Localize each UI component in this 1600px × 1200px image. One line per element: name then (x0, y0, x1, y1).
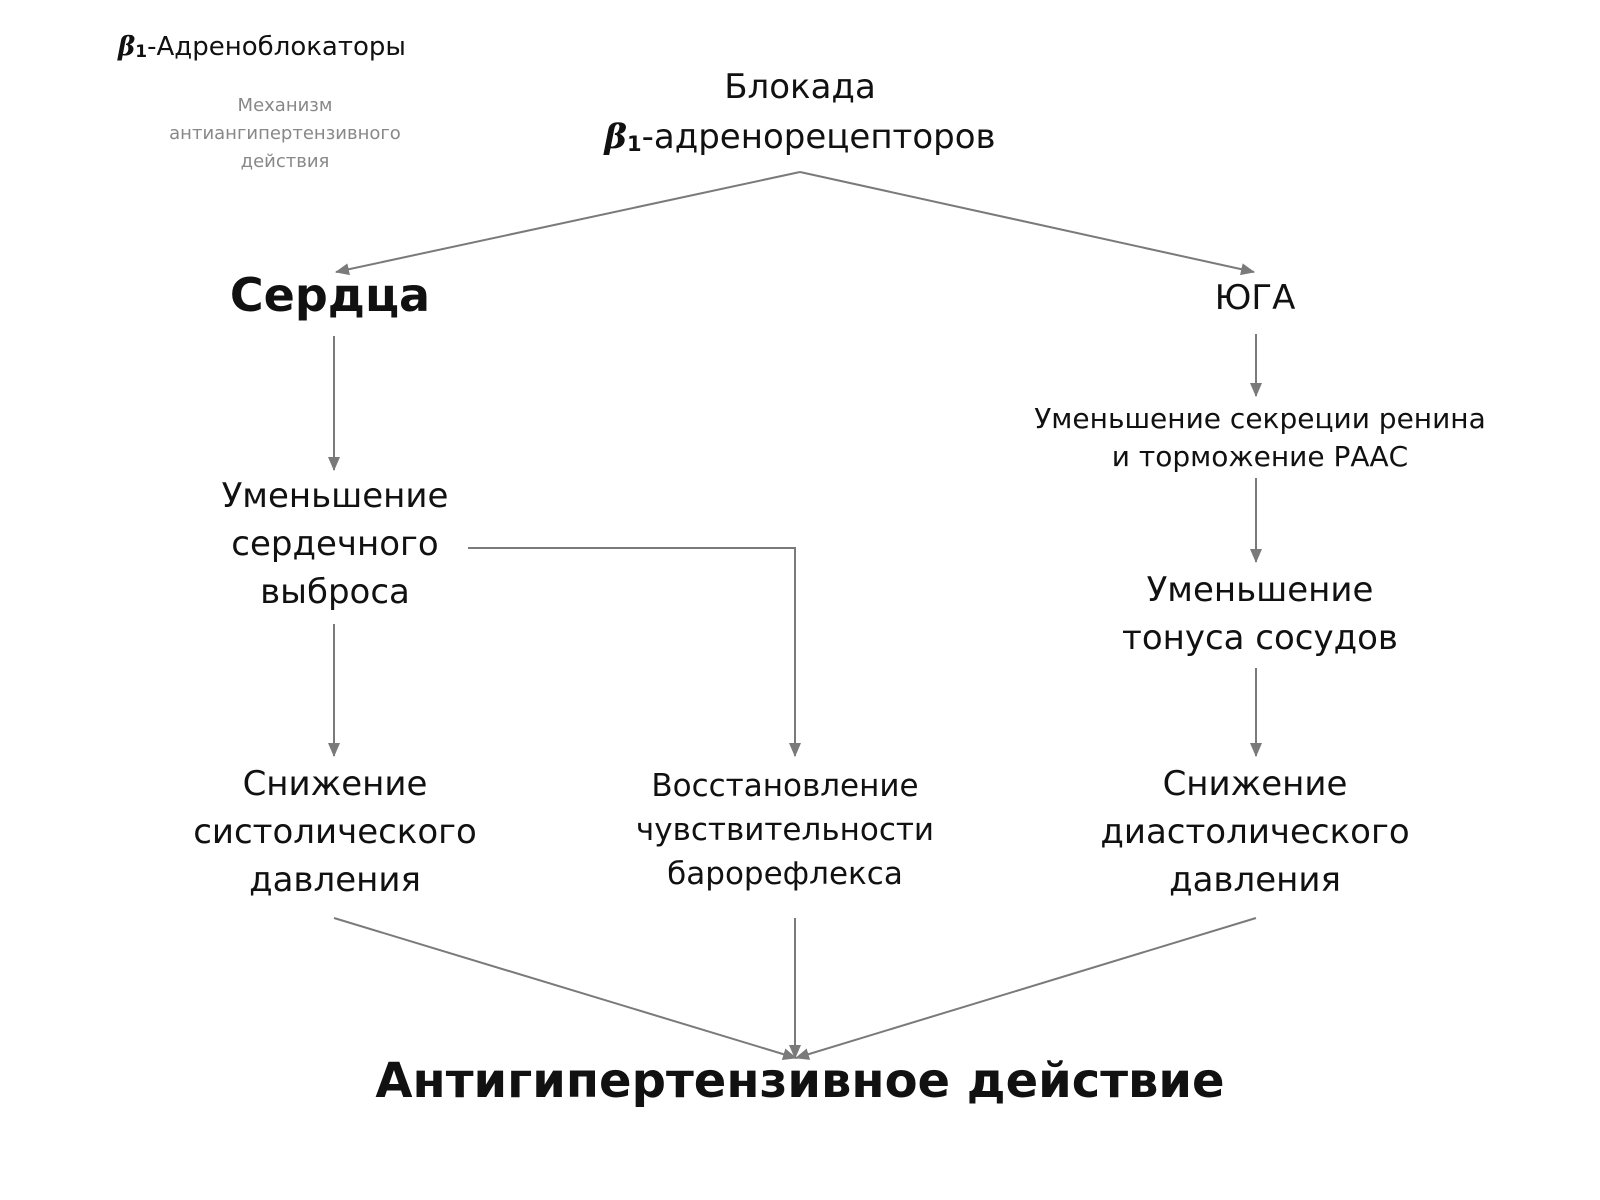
node-sys-line1: Снижение (242, 764, 428, 804)
node-cardiac-output-reduction: Уменьшение сердечного выброса (170, 472, 500, 616)
node-baro-line3: барорефлекса (667, 856, 903, 892)
arrow-cardiac-to-baroreflex (468, 547, 801, 757)
node-cardiac-line1: Уменьшение (221, 476, 449, 516)
node-baroreflex-restoration: Восстановление чувствительности барорефл… (590, 764, 980, 896)
node-juga: ЮГА (1214, 278, 1296, 318)
node-renin-reduction: Уменьшение секреции ренина и торможение … (990, 400, 1530, 476)
beta-symbol: β (118, 32, 136, 62)
corner-subtitle: Механизм антиангипертензивного действия (150, 92, 420, 176)
node-receptor-blockade-line2: -адренорецепторов (641, 117, 996, 157)
node-diastolic-decrease: Снижение диастолического давления (1035, 760, 1475, 904)
node-sys-line2: систолического (193, 812, 477, 852)
node-dia-line1: Снижение (1162, 764, 1348, 804)
beta-symbol: β (604, 117, 627, 157)
arrow-systolic-to-effect (333, 917, 797, 1060)
node-cardiac-line2: сердечного (231, 524, 439, 564)
node-systolic-decrease: Снижение систолического давления (140, 760, 530, 904)
arrow-diastolic-to-effect (795, 917, 1257, 1060)
node-renin-line2: и торможение РААС (1111, 440, 1409, 473)
arrow-block-to-juga (799, 171, 1255, 276)
node-receptor-blockade: Блокада β1-адренорецепторов (560, 62, 1040, 169)
node-tone-line2: тонуса сосудов (1122, 618, 1398, 658)
node-baro-line2: чувствительности (635, 812, 935, 848)
node-renin-line1: Уменьшение секреции ренина (1034, 402, 1486, 435)
node-heart: Сердца (229, 268, 431, 322)
corner-subtitle-line: антиангипертензивного (169, 123, 401, 144)
node-vascular-tone-reduction: Уменьшение тонуса сосудов (1065, 566, 1455, 662)
corner-subtitle-line: действия (240, 151, 330, 172)
node-receptor-blockade-line1: Блокада (724, 67, 876, 107)
node-sys-line3: давления (249, 860, 421, 900)
node-dia-line2: диастолического (1100, 812, 1410, 852)
beta-subscript: 1 (135, 42, 148, 62)
node-dia-line3: давления (1169, 860, 1341, 900)
node-baro-line1: Восстановление (651, 768, 919, 804)
node-antihypertensive-effect: Антигипертензивное действие (375, 1053, 1225, 1109)
corner-subtitle-line: Механизм (237, 95, 333, 116)
beta-subscript: 1 (626, 132, 642, 156)
node-tone-line1: Уменьшение (1146, 570, 1374, 610)
corner-title: β1-Адреноблокаторы (118, 32, 406, 62)
node-cardiac-line3: выброса (260, 572, 410, 612)
corner-title-text: -Адреноблокаторы (147, 32, 406, 62)
arrow-block-to-heart (335, 171, 801, 276)
